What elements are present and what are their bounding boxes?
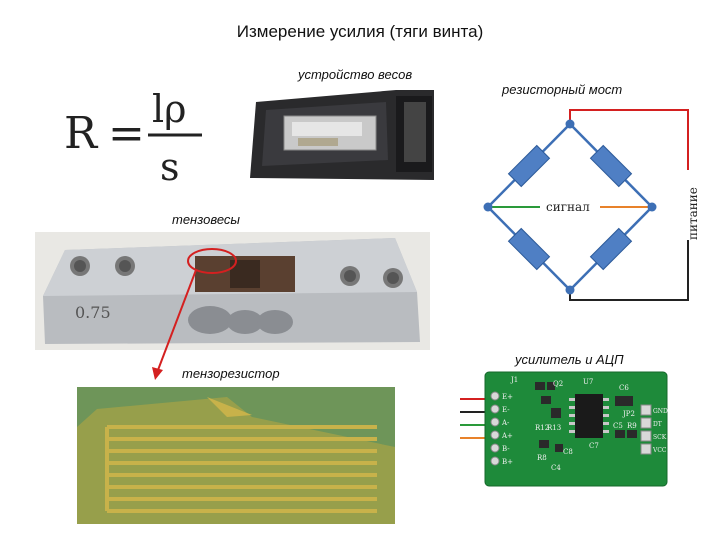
- left-pin-label: A-: [501, 419, 510, 427]
- signal-label: сигнал: [546, 200, 590, 214]
- resistance-formula: R = lρ s: [60, 87, 210, 189]
- scale-device-label: устройство весов: [298, 67, 413, 82]
- resistor-top-right: [589, 144, 633, 188]
- page-title: Измерение усилия (тяги винта): [236, 22, 484, 41]
- part-label: J1: [510, 376, 518, 384]
- part-label: C8: [563, 448, 573, 456]
- part-label: U7: [583, 378, 593, 386]
- node-left: [483, 202, 493, 212]
- power-label: питание: [686, 187, 700, 240]
- right-pin-pad: [640, 443, 652, 455]
- right-pin-pad: [640, 404, 652, 416]
- highlight-ellipse: [187, 248, 237, 274]
- part-label: Q2: [553, 380, 563, 388]
- left-pin-pad: [490, 456, 500, 466]
- left-pin-pad: [490, 443, 500, 453]
- left-pin-pad: [490, 417, 500, 427]
- load-cell-marking: 0.75: [75, 303, 111, 322]
- node-right: [647, 202, 657, 212]
- node-top: [565, 119, 575, 129]
- left-pin-pad: [490, 391, 500, 401]
- resistor-bridge-diagram: сигнал питание: [483, 109, 700, 301]
- pointer-arrow-head: [152, 367, 163, 380]
- part-label: C6: [619, 384, 629, 392]
- part-label: JP2: [622, 410, 635, 418]
- right-pin-label: SCK: [653, 434, 667, 441]
- pointer-arrow-line: [157, 269, 197, 371]
- part-label: R9: [627, 422, 637, 430]
- part-label: C4: [551, 464, 561, 472]
- formula-lhs: R: [64, 108, 99, 159]
- left-pin-pad: [490, 430, 500, 440]
- left-pin-label: E+: [502, 393, 513, 401]
- left-pin-label: A+: [501, 432, 513, 440]
- amplifier-label: усилитель и АЦП: [515, 352, 624, 367]
- formula-equals: =: [108, 108, 145, 159]
- strain-gauge-label: тензорезистор: [182, 366, 280, 381]
- power-wire-top: [569, 109, 689, 170]
- right-pin-label: GND: [653, 408, 668, 415]
- right-pin-pad: [640, 430, 652, 442]
- adc-chip: [575, 394, 603, 438]
- resistor-bottom-right: [589, 227, 633, 271]
- resistor-top-left: [507, 144, 551, 188]
- bridge-label: резисторный мост: [502, 82, 623, 97]
- formula-denominator: s: [160, 145, 180, 188]
- part-label: R13: [547, 424, 561, 432]
- right-pin-label: DT: [653, 421, 662, 428]
- right-pin-label: VCC: [652, 447, 667, 454]
- part-label: C5: [613, 422, 623, 430]
- scale-device-photo: [246, 82, 436, 182]
- left-pin-pad: [490, 404, 500, 414]
- part-label: R8: [537, 454, 547, 462]
- resistor-bottom-left: [507, 227, 551, 271]
- formula-numerator: lρ: [152, 88, 187, 131]
- part-label: C7: [589, 442, 599, 450]
- load-cell-photo: 0.75: [35, 232, 430, 350]
- left-pin-label: B-: [502, 445, 510, 453]
- load-cell-label: тензовесы: [172, 212, 240, 227]
- left-pin-label: B+: [502, 458, 513, 466]
- strain-gauge-photo: [77, 387, 395, 524]
- right-pin-pad: [640, 417, 652, 429]
- power-wire-bottom: [569, 240, 689, 301]
- node-bottom: [565, 285, 575, 295]
- part-label: R12: [535, 424, 549, 432]
- left-pin-label: E-: [502, 406, 510, 414]
